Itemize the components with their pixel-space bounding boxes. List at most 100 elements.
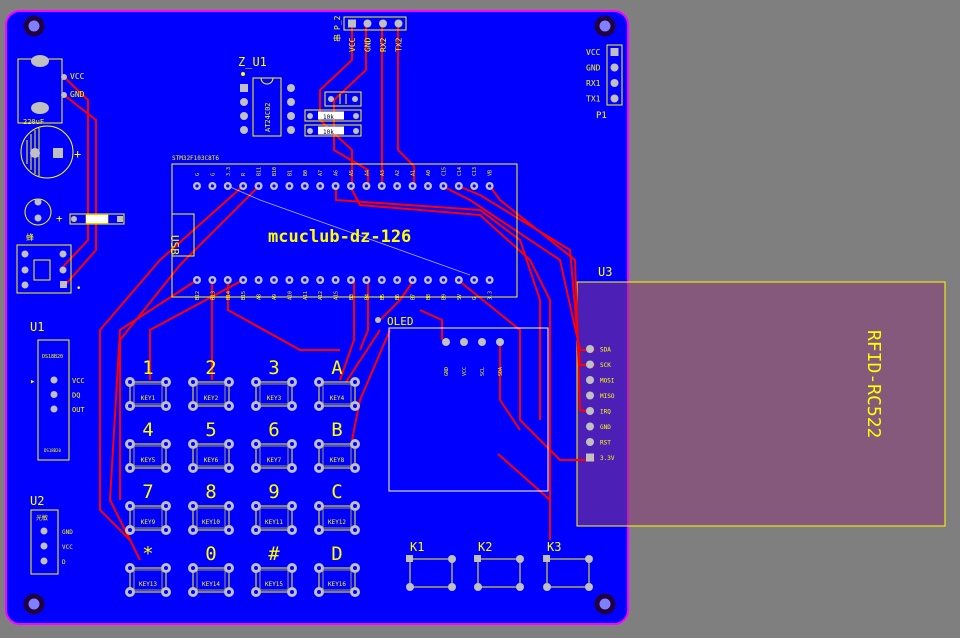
button-label: K3 — [547, 540, 561, 554]
relay: • — [16, 244, 81, 294]
keypad-label: KEY3 — [267, 395, 282, 402]
keypad-label: KEY11 — [265, 519, 283, 526]
keypad-label: KEY5 — [141, 457, 156, 464]
oled-pin-label: VCC — [462, 367, 468, 376]
eeprom-resistors: 10k 10k — [304, 91, 362, 137]
u3-pin-label: IRQ — [600, 409, 611, 416]
p2-pin-label: RX2 — [379, 37, 388, 52]
p2-pin-label: VCC — [348, 37, 357, 52]
oled-pad — [460, 338, 468, 346]
mcu-top-pin-label: A3 — [380, 170, 386, 176]
p1-pin-label: TX1 — [586, 95, 601, 104]
buzzer-label: 蜂 — [26, 232, 34, 242]
mcu-bottom-pin-label: B7 — [411, 294, 417, 300]
mcu-top-pin-label: VB — [488, 170, 494, 176]
keypad-key[interactable]: #KEY15 — [251, 543, 297, 597]
u3-pin-label: MOSI — [600, 378, 615, 385]
rfid-name: RFID-RC522 — [863, 330, 884, 438]
p1-pad — [610, 79, 619, 87]
p2-pad — [379, 19, 387, 28]
p1-pin-label: RX1 — [586, 79, 601, 88]
keypad-char: C — [331, 481, 342, 503]
mcu-bottom-pin-label: A9 — [272, 294, 278, 300]
mcu-top-pin-label: B1 — [287, 170, 293, 176]
keypad-label: KEY2 — [204, 395, 219, 402]
keypad-char: 2 — [205, 357, 216, 379]
mcu-top-pin-label: A2 — [395, 170, 401, 176]
tactile-button[interactable]: K3 — [543, 540, 593, 591]
u2-pin-label: VCC — [62, 544, 73, 551]
p1-pad — [610, 94, 619, 103]
keypad-label: KEY16 — [328, 581, 346, 588]
u3-pad — [586, 360, 594, 369]
keypad-char: * — [142, 543, 153, 565]
mcu-bottom-pin-label: B14 — [226, 291, 232, 300]
u3-pad — [586, 453, 594, 462]
keypad-label: KEY1 — [141, 395, 156, 402]
resistor-r1-value: 10k — [323, 114, 334, 121]
keypad-char: 3 — [268, 357, 279, 379]
buzzer: 蜂 + — [24, 198, 125, 242]
u3-pin-label: SDA — [600, 347, 611, 354]
rfid-keepout — [577, 282, 945, 526]
eeprom-ref: Z_U1 — [238, 55, 267, 69]
tactile-button[interactable]: K1 — [406, 540, 456, 591]
mcu-bottom-pin-label: B8 — [426, 294, 432, 300]
keypad-char: 6 — [268, 419, 279, 441]
u1-ref: U1 — [30, 320, 44, 334]
oled-pin-label: SDA — [498, 367, 504, 376]
u2-top-label: 光敏 — [36, 514, 48, 522]
u2-pad — [40, 557, 48, 565]
mcu-top-pin-label: G — [210, 173, 216, 176]
mcu-top-pin-label: C13 — [472, 167, 478, 176]
mcu-top-pin-label: A7 — [318, 170, 324, 176]
p2-title: P_2 — [333, 15, 342, 30]
mounting-holes — [23, 15, 616, 615]
u1-pin-label: OUT — [72, 406, 85, 414]
power-input: VCC GND — [17, 55, 85, 124]
u3-pin-label: GND — [600, 424, 611, 431]
keypad-key[interactable]: * KEY13 — [125, 543, 171, 597]
p1-pin-label: VCC — [586, 48, 601, 57]
mcu-bottom-pin-label: B6 — [395, 294, 401, 300]
p2-pad — [348, 19, 356, 28]
oled-pin-label: SCL — [480, 367, 486, 376]
svg-text:•: • — [76, 284, 81, 294]
u1-pin-label: DQ — [72, 392, 80, 400]
keypad-label: KEY13 — [139, 581, 157, 588]
usb-connector-outline — [171, 213, 195, 257]
button-label: K2 — [478, 540, 492, 554]
thin-traces — [227, 185, 471, 276]
mcu-bottom-pin-label: 5V — [457, 294, 463, 300]
keypad-char: 5 — [205, 419, 216, 441]
mcu-bottom-pin-label: B13 — [210, 291, 216, 300]
keypad-label: KEY8 — [330, 457, 345, 464]
keypad-char: 7 — [142, 481, 153, 503]
tactile-button[interactable]: K2 — [474, 540, 524, 591]
u3-pad — [586, 422, 594, 431]
p2-prefix: 串 — [333, 34, 342, 42]
u3-pin-label: 3.3V — [600, 455, 615, 462]
mcu-bottom-pin-label: 3.3 — [488, 291, 494, 300]
p2-pin-label: TX2 — [395, 37, 404, 52]
svg-text:DS18B20: DS18B20 — [44, 448, 61, 453]
mcu-bottom-pin-label: B3 — [349, 294, 355, 300]
